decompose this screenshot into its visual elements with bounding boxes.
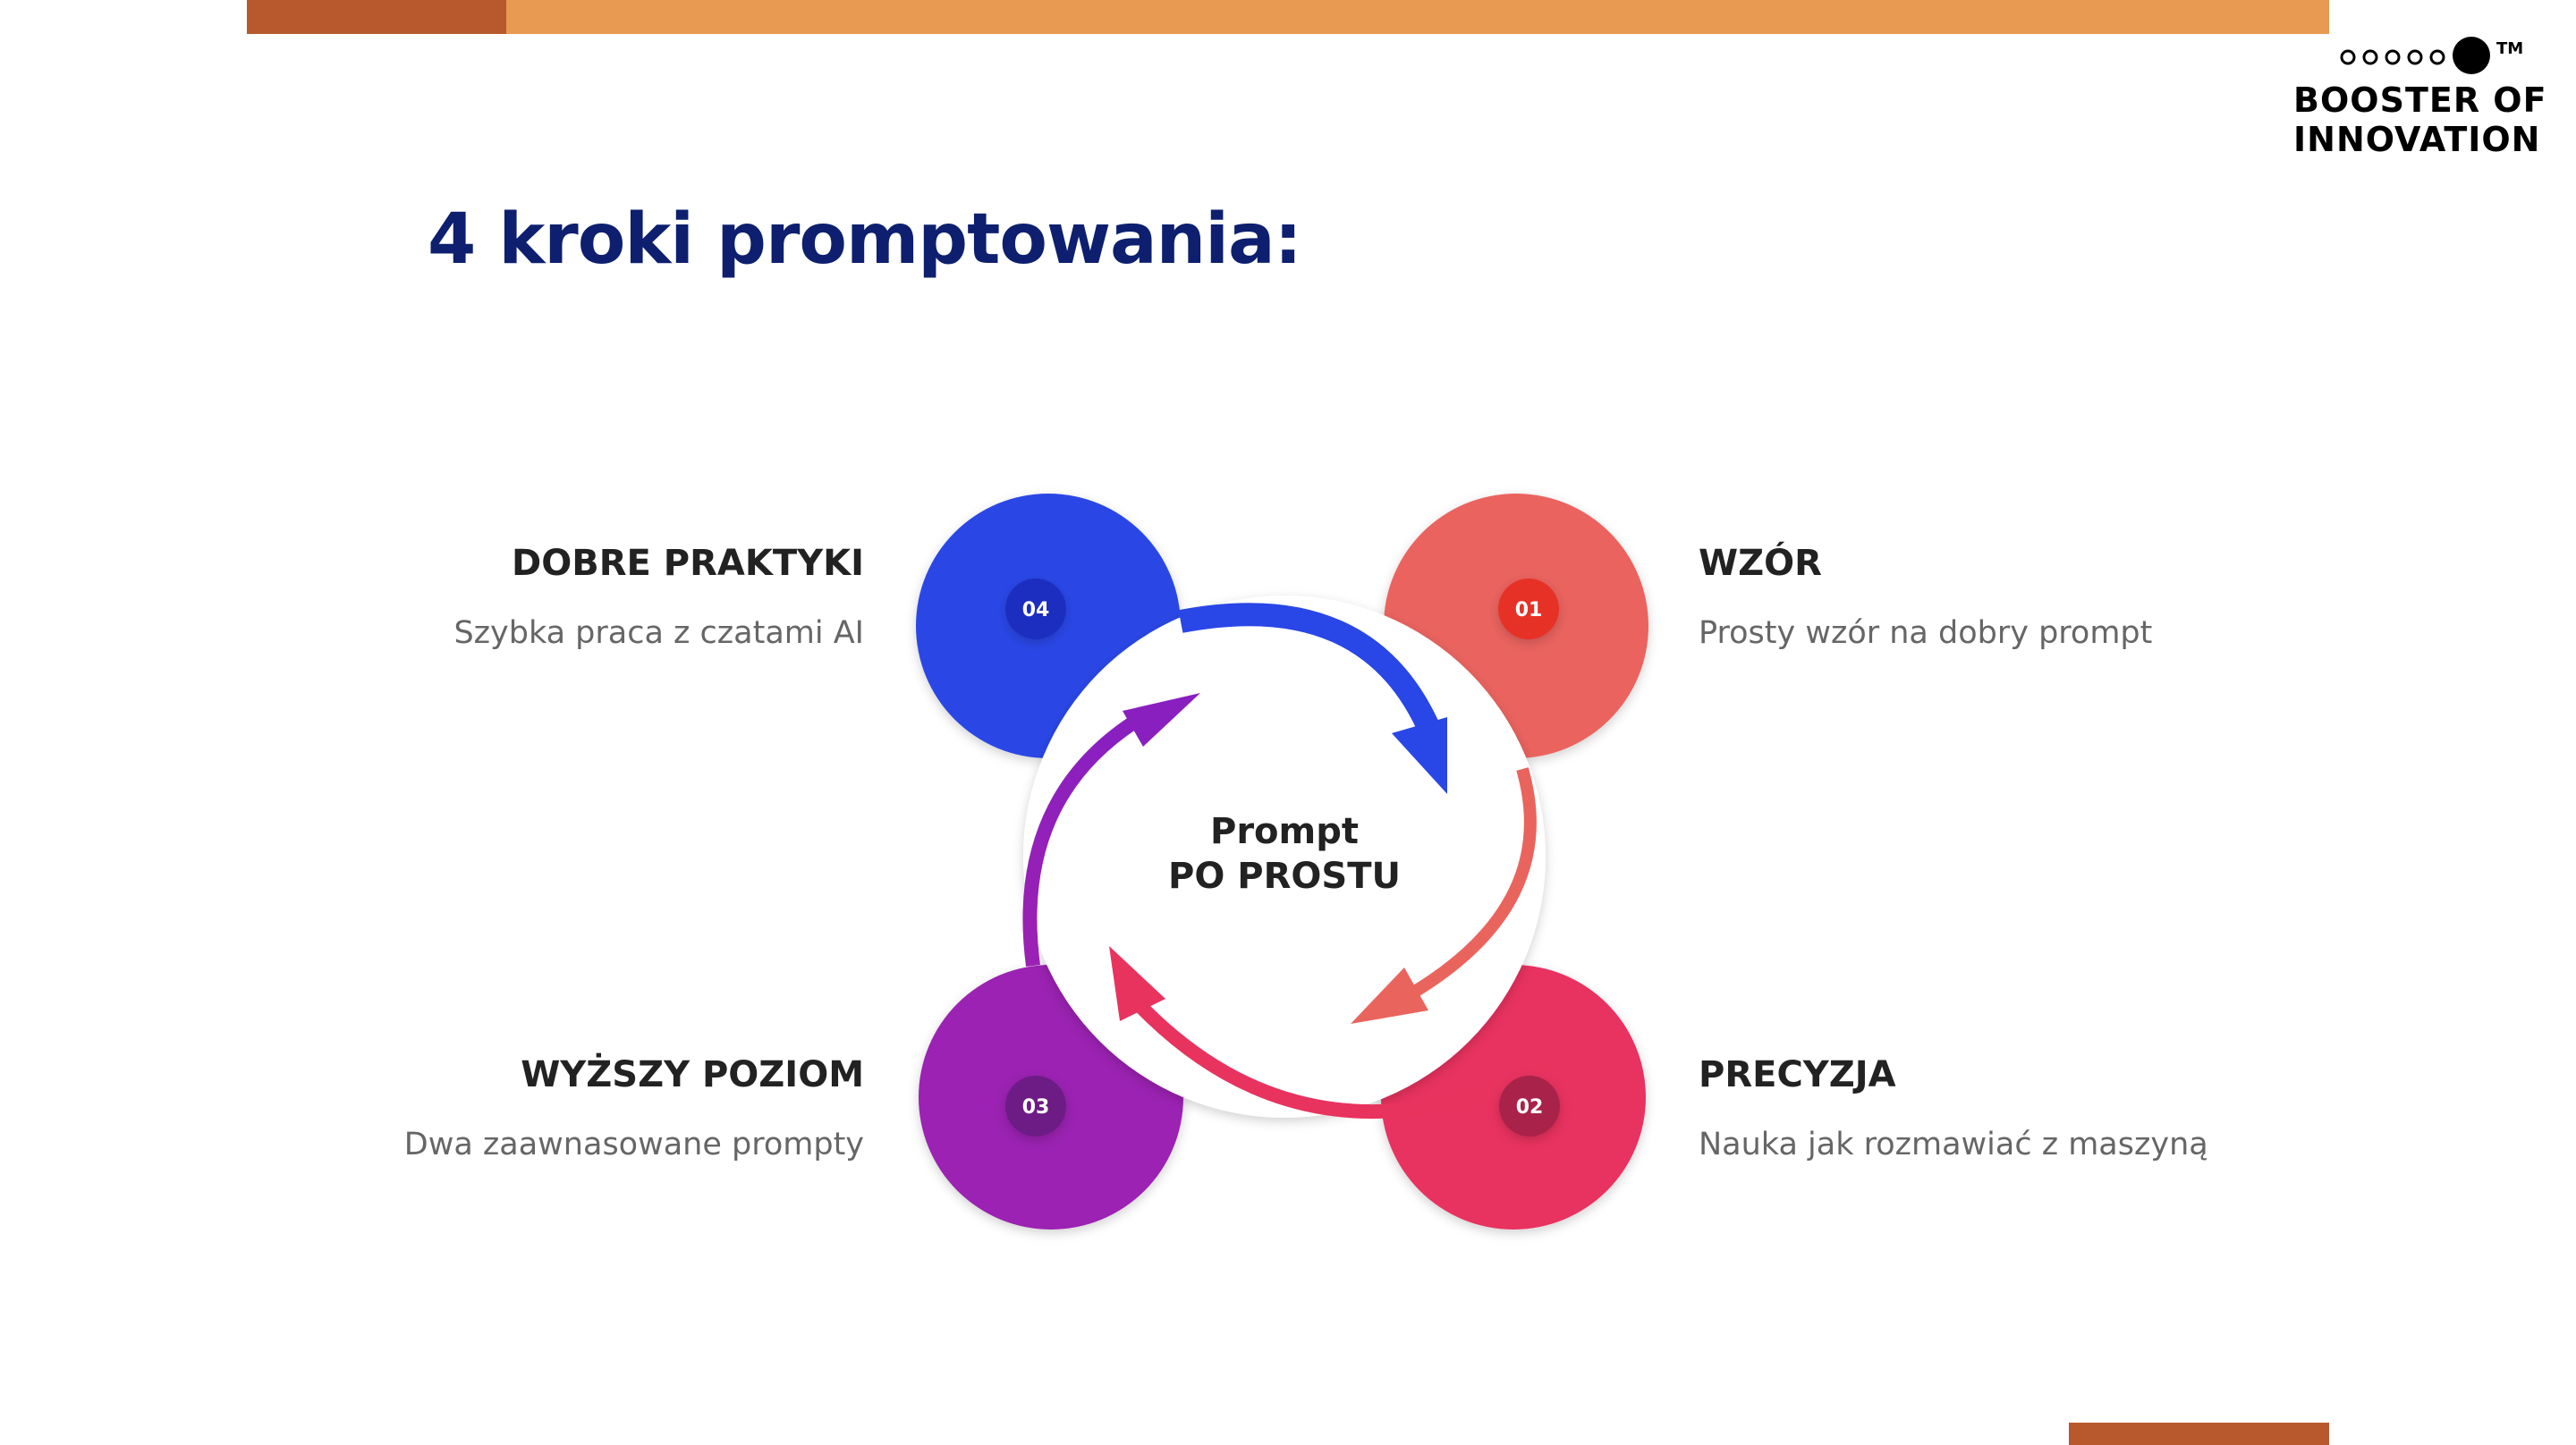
step-02-heading: PRECYZJA <box>1699 1054 1896 1095</box>
top-accent-bar-dark <box>247 0 506 34</box>
step-04-badge: 04 <box>1005 579 1066 639</box>
page-title: 4 kroki promptowania: <box>428 199 1302 280</box>
logo-line-1: BOOSTER OF <box>2293 80 2547 120</box>
step-02-description: Nauka jak rozmawiać z maszyną <box>1699 1127 2208 1162</box>
trademark-mark: TM <box>2496 39 2523 58</box>
center-label-line-1: Prompt <box>1210 811 1359 852</box>
step-03-description: Dwa zaawnasowane prompty <box>403 1127 864 1162</box>
step-01-number: 01 <box>1515 599 1543 621</box>
center-label-line-2: PO PROSTU <box>1168 856 1401 897</box>
step-04-label: DOBRE PRAKTYKI Szybka praca z czatami AI <box>363 541 864 654</box>
dots-row-logo-icon: TM <box>2340 37 2523 74</box>
step-01-heading: WZÓR <box>1699 543 1822 584</box>
logo-wordmark: BOOSTER OF INNOVATION <box>2293 80 2547 159</box>
step-04-heading: DOBRE PRAKTYKI <box>512 543 864 584</box>
arrow-02-to-03 <box>1131 996 1551 1120</box>
step-03-number: 03 <box>1022 1096 1050 1119</box>
step-02-label: PRECYZJA Nauka jak rozmawiać z maszyną <box>1699 1052 2208 1165</box>
step-01-description: Prosty wzór na dobry prompt <box>1699 615 2153 651</box>
step-03-heading: WYŻSZY POZIOM <box>521 1054 864 1095</box>
top-accent-bar-light <box>506 0 2329 34</box>
bottom-accent-bar <box>2069 1423 2329 1445</box>
step-04-description: Szybka praca z czatami AI <box>453 615 864 651</box>
arrow-head-salmon <box>1351 968 1428 1024</box>
step-02-number: 02 <box>1516 1096 1544 1119</box>
arrow-head-purple <box>1123 693 1200 747</box>
arrow-head-blue <box>1392 717 1447 794</box>
step-04-number: 04 <box>1022 599 1050 621</box>
step-03-badge: 03 <box>1005 1076 1066 1137</box>
step-02-badge: 02 <box>1499 1076 1560 1137</box>
arrow-03-to-04 <box>1022 709 1149 968</box>
arrow-head-pink <box>1109 946 1165 1021</box>
arrow-01-to-02 <box>1410 767 1537 998</box>
logo-line-2: INNOVATION <box>2293 120 2541 159</box>
center-label: Prompt PO PROSTU <box>1106 809 1463 899</box>
top-accent-bar <box>247 0 2329 34</box>
step-03-label: WYŻSZY POZIOM Dwa zaawnasowane prompty <box>363 1052 864 1165</box>
arrow-04-to-01 <box>1178 603 1442 739</box>
step-01-label: WZÓR Prosty wzór na dobry prompt <box>1699 541 2199 654</box>
step-01-badge: 01 <box>1498 579 1559 639</box>
